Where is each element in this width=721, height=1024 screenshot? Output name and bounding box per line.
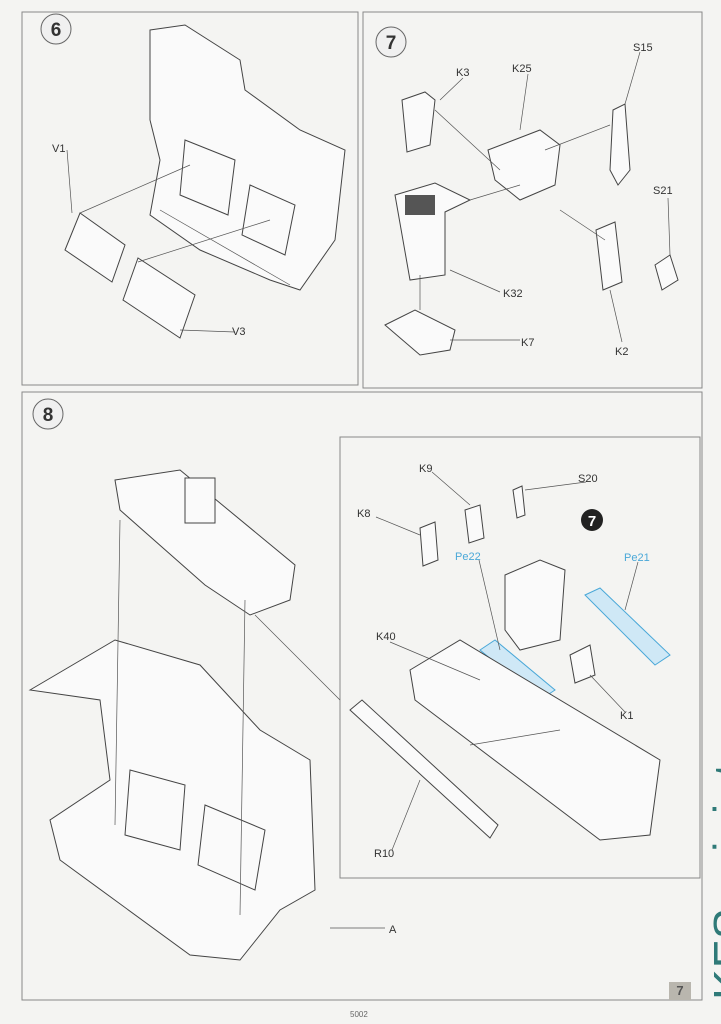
label-k1: K1 — [620, 710, 633, 722]
label-s20: S20 — [578, 473, 598, 485]
svg-text:6: 6 — [51, 20, 62, 41]
part-pe21 — [584, 587, 671, 666]
step-8-badge: 8 — [32, 398, 64, 430]
part-v1-window — [64, 212, 126, 283]
svg-text:7: 7 — [386, 33, 397, 54]
step-7-badge: 7 — [375, 26, 407, 58]
step-7-panel — [362, 11, 703, 389]
label-k3: K3 — [456, 67, 469, 79]
label-v3: V3 — [232, 326, 245, 338]
svg-text:8: 8 — [43, 405, 54, 426]
label-pe21: Pe21 — [624, 552, 650, 564]
subassembly-7 — [504, 559, 566, 651]
watermark: KFS-miniatures — [704, 669, 721, 1000]
part-k25 — [487, 129, 561, 201]
step-8-panel — [21, 391, 703, 1001]
part-r10 — [349, 699, 499, 839]
subassembly-7-badge: 7 — [581, 509, 603, 531]
step-8-cab-frame — [28, 639, 316, 961]
label-pe22: Pe22 — [455, 551, 481, 563]
part-k3 — [401, 91, 436, 153]
part-k40 — [409, 639, 661, 841]
step-6-panel — [21, 11, 359, 386]
part-k32 — [394, 182, 472, 281]
label-k25: K25 — [512, 63, 532, 75]
part-k1 — [569, 644, 596, 684]
label-k2: K2 — [615, 346, 628, 358]
label-k40: K40 — [376, 631, 396, 643]
svg-text:7: 7 — [588, 513, 596, 530]
part-v3-window — [122, 257, 196, 339]
label-k9: K9 — [419, 463, 432, 475]
page-number: 7 — [669, 982, 691, 1000]
step-6-badge: 6 — [40, 13, 72, 45]
label-s15: S15 — [633, 42, 653, 54]
kit-code: 5002 — [350, 1010, 368, 1019]
label-k32: K32 — [503, 288, 523, 300]
step-8-subassembly-box — [339, 436, 701, 879]
label-k8: K8 — [357, 508, 370, 520]
label-s21: S21 — [653, 185, 673, 197]
label-v1: V1 — [52, 143, 65, 155]
step-6-cab-frame — [149, 24, 346, 291]
part-s21 — [654, 254, 679, 291]
label-r10: R10 — [374, 848, 394, 860]
label-k7: K7 — [521, 337, 534, 349]
step-8-floor-assembly — [114, 469, 296, 616]
part-k9 — [464, 504, 485, 544]
part-k7 — [384, 309, 456, 356]
part-s20 — [512, 485, 526, 519]
part-k8 — [419, 521, 439, 567]
part-s15 — [609, 103, 631, 186]
label-a: A — [389, 924, 397, 936]
part-k2 — [595, 221, 623, 291]
